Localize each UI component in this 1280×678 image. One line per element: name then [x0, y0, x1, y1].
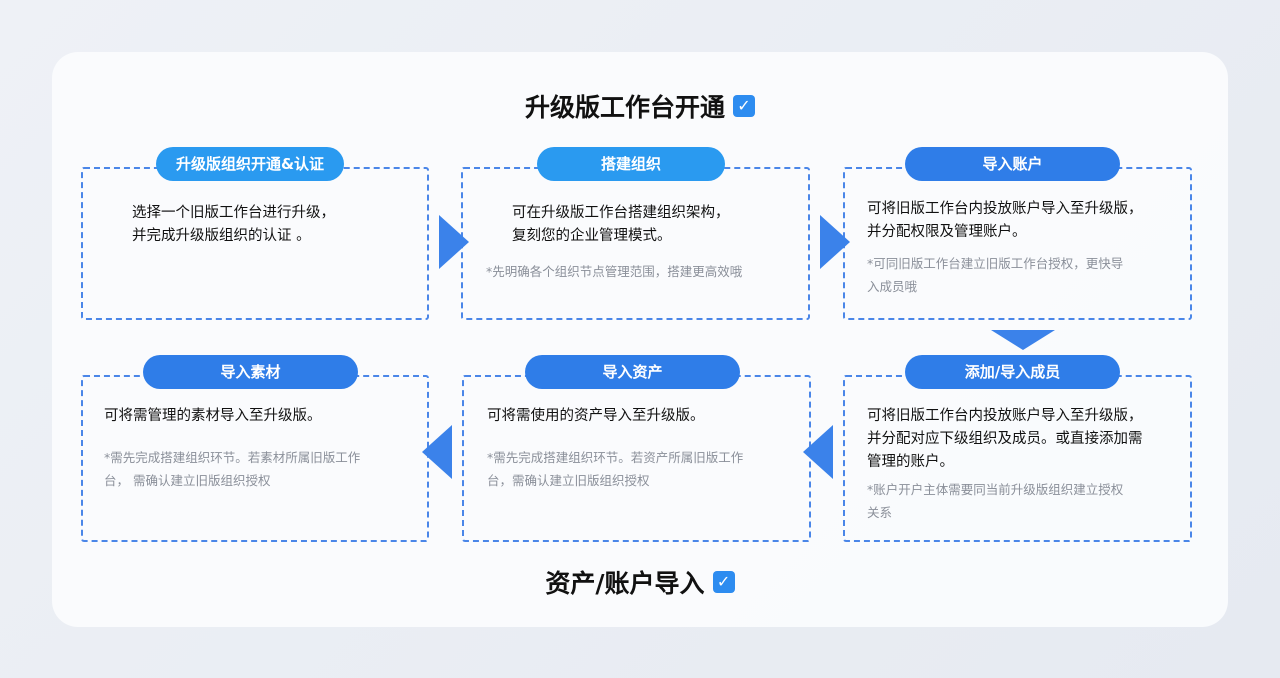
step-label-upgrade-auth: 升级版组织开通&认证	[156, 147, 344, 181]
step-text-import-materials: 可将需管理的素材导入至升级版。	[104, 408, 322, 424]
arrow-right-icon	[439, 215, 469, 269]
arrow-right-icon	[820, 215, 850, 269]
checkbox-icon: ✓	[733, 95, 755, 117]
step-text-import-assets: 可将需使用的资产导入至升级版。	[487, 408, 705, 424]
step-label-import-accounts: 导入账户	[905, 147, 1120, 181]
arrow-left-icon	[803, 425, 833, 479]
step-text-build-org: 可在升级版工作台搭建组织架构，复刻您的企业管理模式。	[512, 205, 730, 244]
step-text-import-accounts: 可将旧版工作台内投放账户导入至升级版，并分配权限及管理账户。	[867, 201, 1143, 240]
step-text-upgrade-auth: 选择一个旧版工作台进行升级，并完成升级版组织的认证 。	[132, 205, 335, 244]
step-label-add-members: 添加/导入成员	[905, 355, 1120, 389]
bottom-title: 资产/账户导入 ✓	[0, 564, 1280, 600]
arrow-down-icon	[991, 330, 1055, 350]
step-text-add-members: 可将旧版工作台内投放账户导入至升级版，并分配对应下级组织及成员。或直接添加需管理…	[867, 408, 1143, 470]
step-note-import-accounts: *可同旧版工作台建立旧版工作台授权，更快导入成员哦	[867, 256, 1124, 294]
step-label-import-materials: 导入素材	[143, 355, 358, 389]
step-note-build-org: *先明确各个组织节点管理范围，搭建更高效哦	[486, 264, 743, 279]
top-title: 升级版工作台开通 ✓	[0, 88, 1280, 124]
step-note-import-assets: *需先完成搭建组织环节。若资产所属旧版工作台，需确认建立旧版组织授权	[487, 450, 744, 488]
step-note-import-materials: *需先完成搭建组织环节。若素材所属旧版工作台， 需确认建立旧版组织授权	[104, 450, 361, 488]
step-label-import-assets: 导入资产	[525, 355, 740, 389]
arrow-left-icon	[422, 425, 452, 479]
checkbox-icon: ✓	[712, 571, 735, 593]
step-label-build-org: 搭建组织	[537, 147, 725, 181]
top-title-text: 升级版工作台开通	[524, 93, 725, 122]
bottom-title-text: 资产/账户导入	[545, 569, 705, 598]
step-note-add-members: *账户开户主体需要同当前升级版组织建立授权关系	[867, 482, 1124, 520]
